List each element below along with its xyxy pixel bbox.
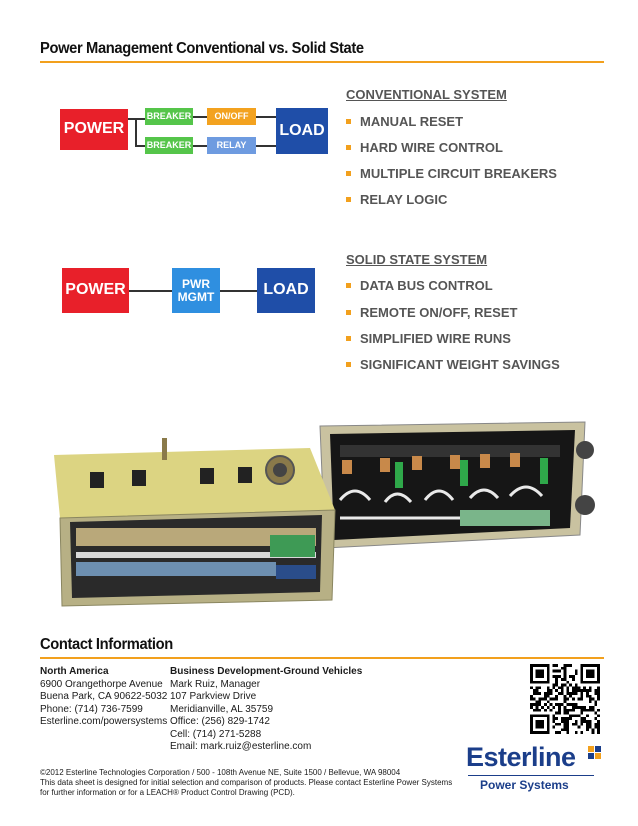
esterline-logo: Esterline Power Systems bbox=[466, 742, 606, 802]
list-item: REMOTE ON/OFF, RESET bbox=[346, 305, 517, 320]
bullet-icon bbox=[346, 310, 351, 315]
list-item: RELAY LOGIC bbox=[346, 192, 447, 207]
bullet-icon bbox=[346, 362, 351, 367]
bizdev-block: Business Development-Ground Vehicles Mar… bbox=[170, 666, 362, 754]
bullet-icon bbox=[346, 119, 351, 124]
list-item: HARD WIRE CONTROL bbox=[346, 140, 503, 155]
logo-mark-icon bbox=[588, 746, 602, 760]
bullet-icon bbox=[346, 171, 351, 176]
list-item: SIMPLIFIED WIRE RUNS bbox=[346, 331, 511, 346]
logo-wordmark: Esterline bbox=[466, 742, 576, 772]
address-line: 6900 Orangethorpe Avenue bbox=[40, 678, 163, 690]
load-box: LOAD bbox=[257, 268, 315, 313]
bullet-icon bbox=[346, 336, 351, 341]
disclaimer-line: for further information or for a LEACH® … bbox=[40, 788, 295, 797]
solid-state-unit-image bbox=[319, 421, 595, 549]
page-title: Power Management Conventional vs. Solid … bbox=[40, 40, 364, 57]
breaker-box-bottom: BREAKER bbox=[145, 137, 193, 154]
footer-text: ©2012 Esterline Technologies Corporation… bbox=[40, 768, 452, 798]
logo-subtitle: Power Systems bbox=[480, 778, 569, 792]
address-line: Meridianville, AL 35759 bbox=[170, 703, 274, 715]
relay-box: RELAY bbox=[207, 137, 256, 154]
onoff-box: ON/OFF bbox=[207, 108, 256, 125]
email-link[interactable]: Email: mark.ruiz@esterline.com bbox=[170, 741, 312, 752]
list-item: DATA BUS CONTROL bbox=[346, 278, 493, 293]
contact-rule bbox=[40, 657, 604, 659]
conventional-unit-image bbox=[54, 438, 336, 607]
north-america-title: North America bbox=[40, 666, 109, 677]
copyright-line: ©2012 Esterline Technologies Corporation… bbox=[40, 768, 401, 777]
office-phone: Office: (256) 829-1742 bbox=[170, 716, 270, 727]
list-item: MANUAL RESET bbox=[346, 114, 463, 129]
pwr-mgmt-box: PWR MGMT bbox=[172, 268, 220, 313]
power-box: POWER bbox=[62, 268, 129, 313]
website-link[interactable]: Esterline.com/powersystems bbox=[40, 716, 168, 727]
bullet-icon bbox=[346, 145, 351, 150]
address-line: 107 Parkview Drive bbox=[170, 691, 257, 702]
power-box: POWER bbox=[60, 109, 128, 150]
cell-phone: Cell: (714) 271-5288 bbox=[170, 728, 262, 740]
load-box: LOAD bbox=[276, 108, 328, 154]
conventional-title: CONVENTIONAL SYSTEM bbox=[346, 87, 507, 102]
north-america-block: North America 6900 Orangethorpe Avenue B… bbox=[40, 666, 167, 729]
address-line: Buena Park, CA 90622-5032 bbox=[40, 691, 168, 702]
solid-state-title: SOLID STATE SYSTEM bbox=[346, 252, 488, 267]
list-item: SIGNIFICANT WEIGHT SAVINGS bbox=[346, 357, 560, 372]
disclaimer-line: This data sheet is designed for initial … bbox=[40, 778, 453, 787]
contact-name: Mark Ruiz, Manager bbox=[170, 678, 261, 690]
bizdev-title: Business Development-Ground Vehicles bbox=[170, 666, 363, 677]
breaker-box-top: BREAKER bbox=[145, 108, 193, 125]
bullet-icon bbox=[346, 197, 351, 202]
phone-text: Phone: (714) 736-7599 bbox=[40, 703, 143, 715]
bullet-icon bbox=[346, 283, 351, 288]
list-item: MULTIPLE CIRCUIT BREAKERS bbox=[346, 166, 557, 181]
product-photo bbox=[54, 421, 595, 607]
qr-code-icon[interactable] bbox=[530, 664, 600, 734]
contact-heading: Contact Information bbox=[40, 636, 173, 653]
title-rule bbox=[40, 61, 604, 63]
